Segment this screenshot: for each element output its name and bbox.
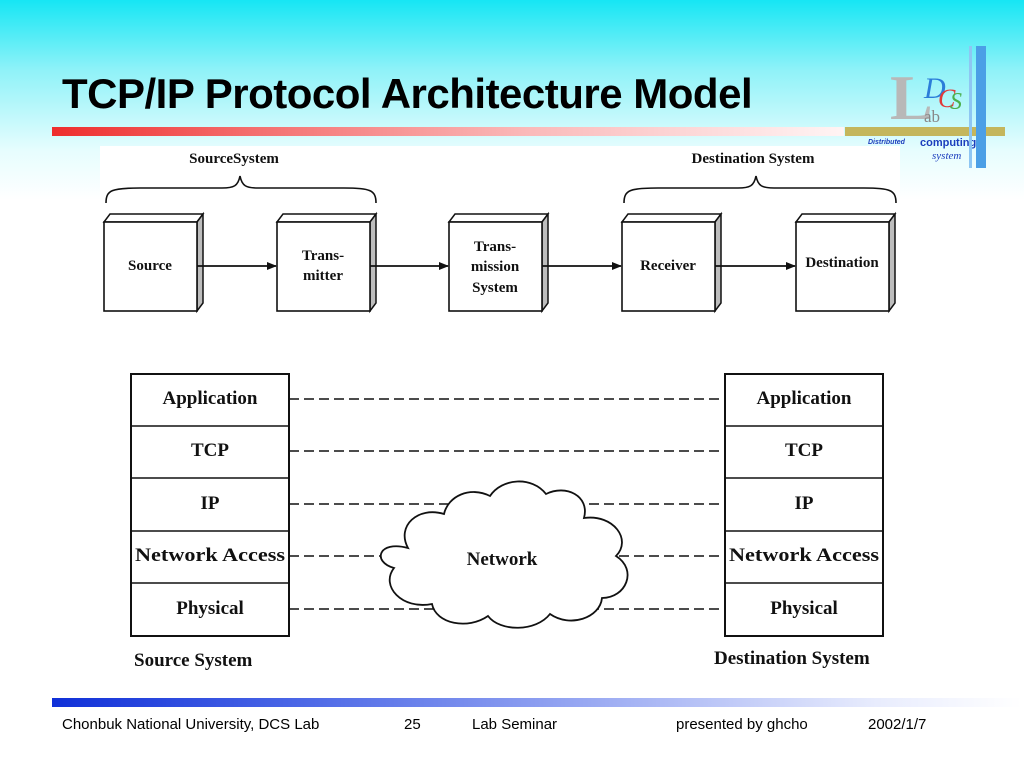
network-cloud [380, 480, 629, 629]
box-receiver-side-face [714, 211, 722, 314]
footer-institution: Chonbuk National University, DCS Lab [62, 716, 320, 733]
source-layer-ip: IP [201, 493, 220, 514]
logo-system-text: system [932, 150, 962, 162]
destination-stack-caption: Destination System [714, 648, 870, 669]
destination-group-label: Destination System [692, 151, 815, 167]
box-source-label: Source [128, 258, 172, 274]
box-destination: Destination [794, 211, 897, 314]
footer-event: Lab Seminar [472, 716, 558, 733]
box-destination-label: Destination [805, 255, 879, 271]
box-destination-top-face [794, 213, 897, 223]
source-stack-caption: Source System [134, 650, 253, 671]
box-transmitter-label-line-1: Trans- [302, 248, 344, 264]
destination-layer-application: Application [756, 388, 851, 409]
box-transmission-system-label-line-3: System [472, 280, 518, 296]
box-destination-side-face [888, 211, 896, 314]
destination-layer-tcp: TCP [785, 440, 823, 461]
footer-bar [52, 698, 1022, 707]
source-group-label: SourceSystem [189, 151, 279, 167]
logo-vertical-line-light [969, 46, 972, 168]
destination-stack-frame [724, 373, 884, 637]
box-transmission-system-label-line-2: mission [471, 259, 520, 275]
source-layer-physical: Physical [176, 598, 244, 619]
destination-protocol-stack: Application TCP IP Network Access Physic… [724, 373, 884, 637]
box-receiver: Receiver [620, 211, 723, 314]
footer-date: 2002/1/7 [868, 716, 927, 733]
destination-layer-physical: Physical [770, 598, 838, 619]
logo-underline-bar [845, 127, 1005, 136]
box-transmission-system-side-face [541, 211, 549, 314]
box-transmitter: Trans- mitter [275, 211, 378, 314]
source-stack-frame [130, 373, 290, 637]
box-transmission-system: Trans- mission System [447, 211, 550, 314]
logo-letter-s: S [950, 89, 962, 115]
source-group-brace [105, 175, 377, 204]
footer-page-number: 25 [404, 716, 421, 733]
source-layer-application: Application [162, 388, 257, 409]
slide-title: TCP/IP Protocol Architecture Model [62, 70, 753, 117]
box-source-top-face [102, 213, 205, 223]
source-layer-network-access: Network Access [135, 545, 285, 566]
box-source-side-face [196, 211, 204, 314]
box-transmission-system-label-line-1: Trans- [474, 239, 516, 255]
destination-group-brace [623, 175, 897, 204]
box-transmission-system-top-face [447, 213, 550, 223]
title-underline-bar [52, 127, 844, 136]
network-cloud-label: Network [467, 549, 538, 570]
logo-letter-d: D [924, 72, 946, 105]
logo-letter-l: L [890, 62, 933, 133]
box-destination-front-face [795, 221, 890, 312]
box-source-front-face [103, 221, 198, 312]
box-receiver-top-face [620, 213, 723, 223]
box-transmitter-top-face [275, 213, 378, 223]
architecture-diagram: SourceSystem Destination System Source T… [102, 151, 897, 671]
logo-computing-text: computing [920, 137, 977, 149]
logo-distributed-text: Distributed [868, 139, 905, 146]
logo-vertical-line [976, 46, 986, 168]
destination-layer-network-access: Network Access [729, 545, 879, 566]
footer-presenter: presented by ghcho [676, 716, 808, 733]
box-transmitter-side-face [369, 211, 377, 314]
dcs-lab-logo: L D C S ab Distributed computing system [866, 44, 1024, 174]
logo-letter-c: C [938, 84, 956, 113]
source-layer-tcp: TCP [191, 440, 229, 461]
box-source: Source [102, 211, 205, 314]
box-transmitter-label-line-2: mitter [303, 268, 343, 284]
box-transmitter-front-face [276, 221, 371, 312]
logo-lab-text: ab [924, 107, 941, 126]
box-receiver-label: Receiver [640, 258, 696, 274]
source-protocol-stack: Application TCP IP Network Access Physic… [130, 373, 290, 637]
destination-layer-ip: IP [795, 493, 814, 514]
